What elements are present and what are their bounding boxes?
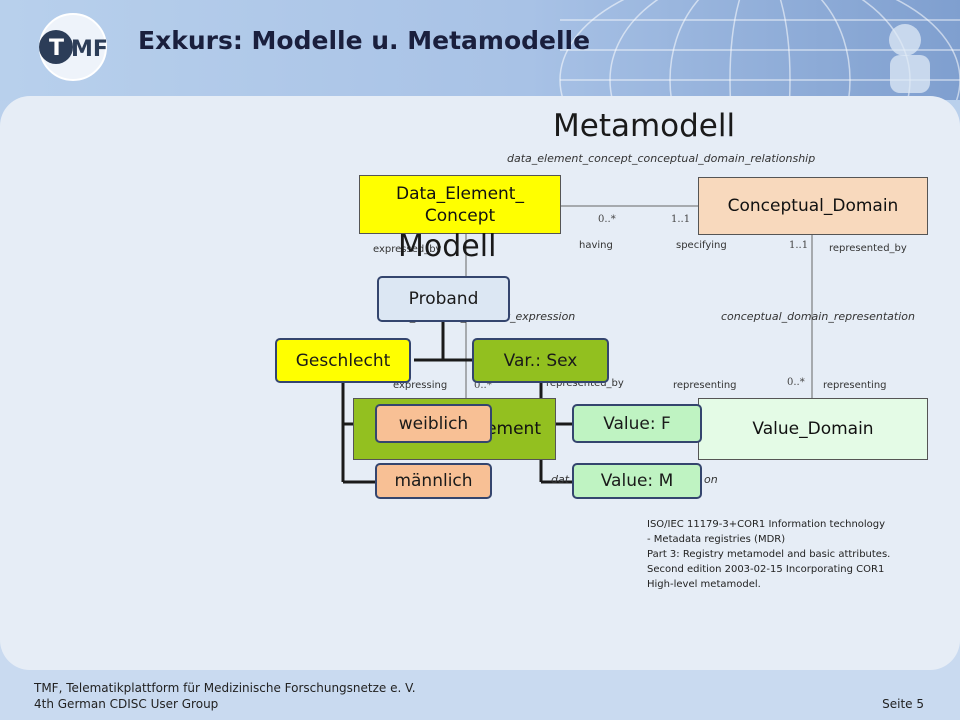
slide-title: Exkurs: Modelle u. Metamodelle — [138, 26, 591, 55]
data-element-concept-box: Data_Element_ Concept — [359, 175, 561, 234]
relationship-label-right: conceptual_domain_representation — [721, 310, 915, 323]
role-representing-left: representing — [673, 380, 737, 391]
relationship-label-top: data_element_concept_conceptual_domain_r… — [507, 152, 816, 165]
dec-label-line1: Data_Element_ — [396, 183, 524, 204]
role-having: having — [579, 240, 613, 251]
svg-text:MF: MF — [71, 37, 108, 62]
reference-line: ISO/IEC 11179-3+COR1 Information technol… — [647, 519, 886, 530]
page-number: Seite 5 — [882, 697, 924, 711]
header-decoration — [0, 0, 960, 100]
svg-text:T: T — [49, 36, 64, 61]
model-node-weiblich: weiblich — [375, 404, 492, 443]
footer: TMF, Telematikplattform für Medizinische… — [34, 680, 416, 712]
dec-label-line2: Concept — [424, 205, 496, 226]
multiplicity-having: 0..* — [598, 214, 616, 225]
role-represented-by-right: represented_by — [829, 243, 907, 254]
role-specifying: specifying — [676, 240, 727, 251]
tmf-logo: T MF — [39, 13, 108, 81]
role-expressed-by: expressed_by — [373, 244, 442, 255]
reference-line: High-level metamodel. — [647, 579, 761, 590]
role-representing-right: representing — [823, 380, 887, 391]
model-node-var-sex: Var.: Sex — [472, 338, 609, 383]
conceptual-domain-box: Conceptual_Domain — [698, 177, 928, 235]
model-heading: Modell — [398, 229, 497, 264]
value-domain-box: Value_Domain — [698, 398, 928, 460]
model-node-value-m: Value: M — [572, 463, 702, 499]
model-node-maennlich: männlich — [375, 463, 492, 499]
role-represented-by-mid: represented_by — [546, 378, 624, 389]
model-node-value-f: Value: F — [572, 404, 702, 443]
model-node-geschlecht: Geschlecht — [275, 338, 411, 383]
reference-line: - Metadata registries (MDR) — [647, 534, 786, 545]
footer-organization: TMF, Telematikplattform für Medizinische… — [34, 681, 416, 695]
footer-event: 4th German CDISC User Group — [34, 697, 219, 711]
reference-line: Part 3: Registry metamodel and basic att… — [647, 549, 891, 560]
relationship-label-bottom-partial: on — [704, 473, 718, 486]
multiplicity-right-top: 1..1 — [789, 240, 809, 251]
iso-reference-text: ISO/IEC 11179-3+COR1 Information technol… — [647, 517, 947, 592]
multiplicity-right-bottom: 0..* — [787, 377, 805, 388]
role-expressing: expressing — [393, 380, 448, 391]
multiplicity-expressing: 0..* — [474, 380, 492, 391]
multiplicity-specifying: 1..1 — [671, 214, 691, 225]
metamodel-heading: Metamodell — [553, 108, 736, 144]
role-dat-partial: dat — [551, 473, 570, 486]
model-node-proband: Proband — [377, 276, 510, 322]
reference-line: Second edition 2003-02-15 Incorporating … — [647, 564, 885, 575]
